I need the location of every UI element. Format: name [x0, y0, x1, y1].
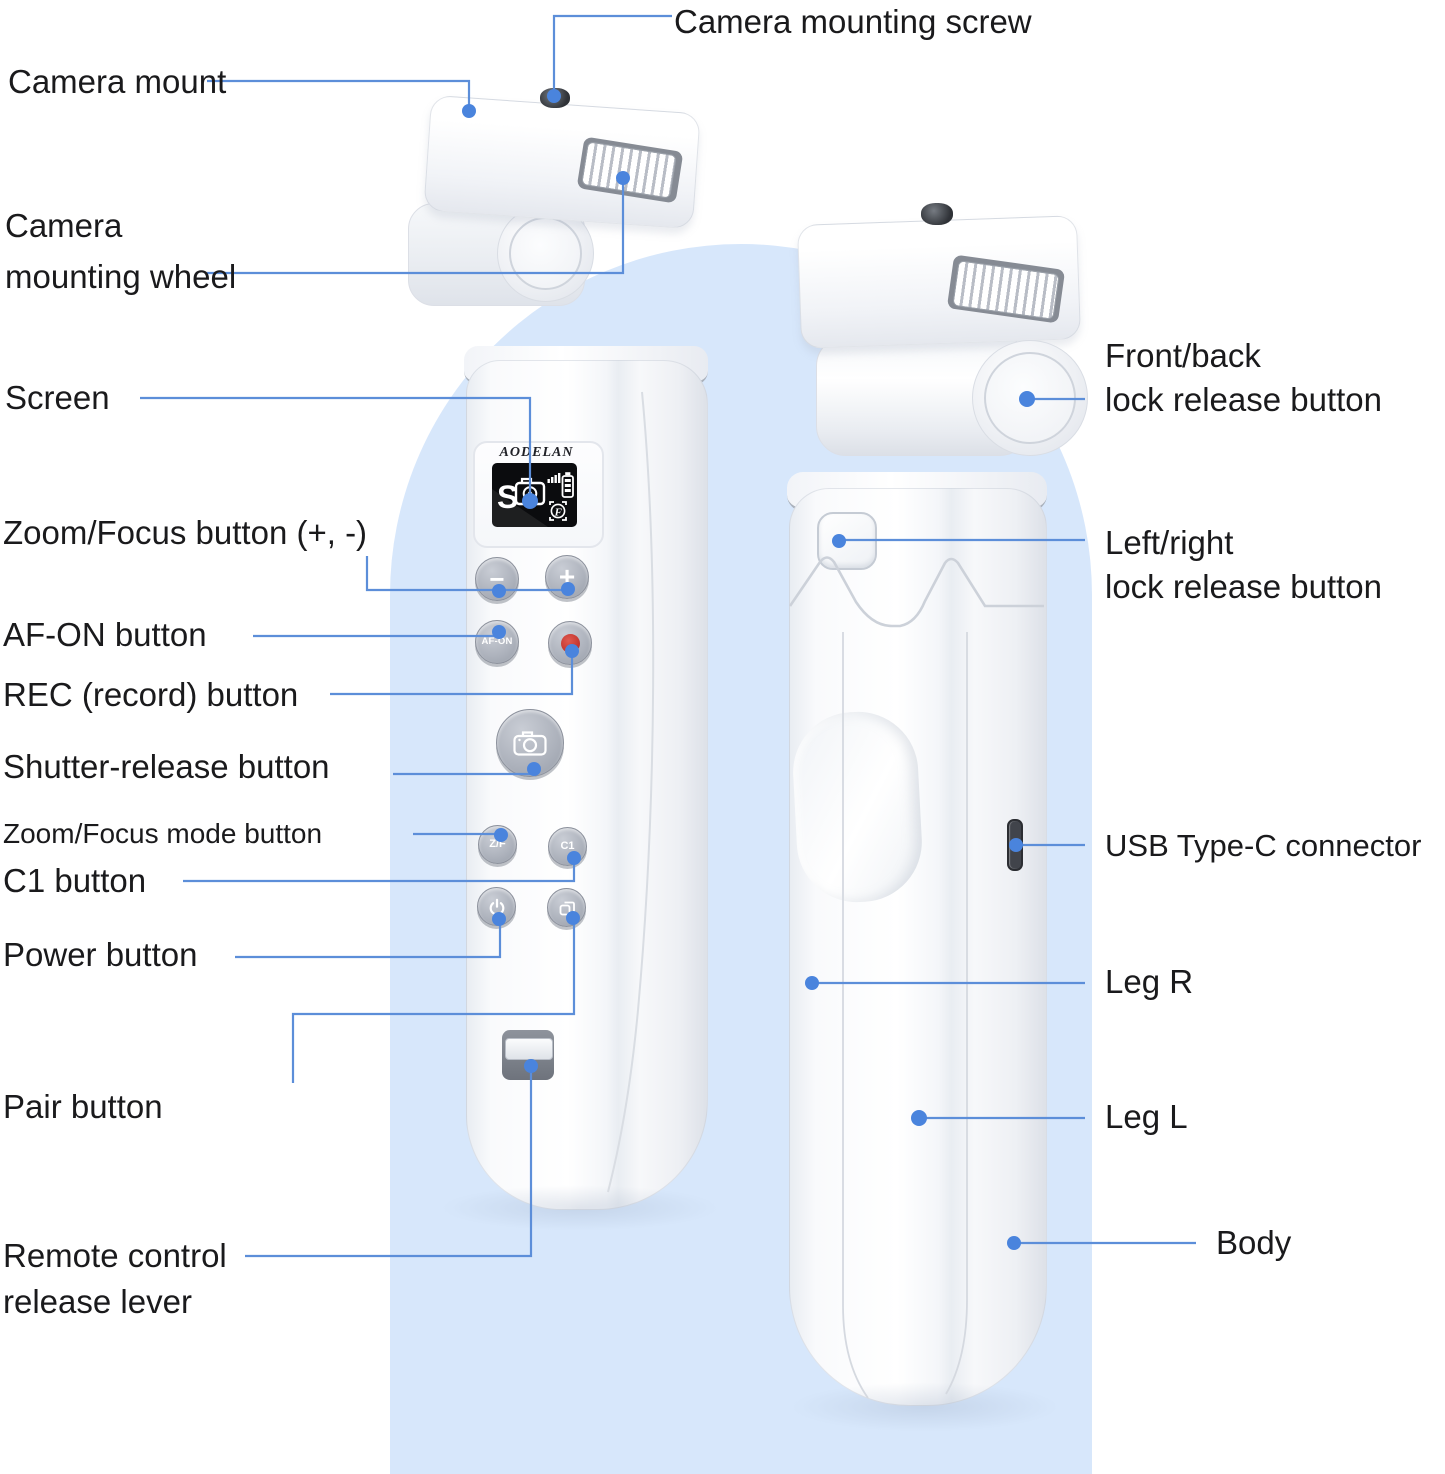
- af-on-label: AF-ON: [481, 636, 513, 648]
- callout-line-rec-button: [330, 656, 574, 696]
- label-pair-button: Pair button: [3, 1088, 163, 1125]
- callout-line-remote-lever: [245, 1070, 533, 1258]
- front-device-shadow: [440, 1185, 720, 1231]
- label-c1-button: C1 button: [3, 862, 147, 899]
- front-joint-cap: [497, 205, 594, 302]
- label-power-button: Power button: [3, 936, 198, 973]
- callout-line-c1-button: [183, 862, 576, 883]
- leg-seam-right: [842, 632, 869, 1399]
- battery-icon: [561, 472, 574, 498]
- label-camera-mounting-wheel: Camera mounting wheel: [5, 207, 237, 296]
- label-zoom-focus-mode-button: Zoom/Focus mode button: [3, 818, 323, 849]
- label-remote-control-release-lever: Remote control release lever: [3, 1237, 227, 1321]
- label-front-back-lock: Front/back lock release button: [1105, 337, 1383, 418]
- label-leg-r: Leg R: [1105, 963, 1194, 1000]
- label-shutter-release-button: Shutter-release button: [3, 748, 330, 785]
- callout-line-camera-mount: [207, 79, 471, 106]
- pair-icon: [559, 901, 575, 915]
- label-body: Body: [1216, 1224, 1292, 1261]
- camera-shutter-icon: [513, 731, 547, 756]
- label-leg-l: Leg L: [1105, 1098, 1188, 1135]
- callout-line-pair-button: [291, 923, 576, 1083]
- rec-button: [548, 621, 592, 665]
- callout-line-camera-mounting-wheel: [207, 183, 625, 275]
- label-screen: Screen: [5, 379, 110, 416]
- back-camera-mounting-screw: [921, 203, 953, 225]
- callout-line-zoom-focus-button: [365, 556, 566, 592]
- callout-line-power-button: [235, 924, 502, 959]
- c1-label: C1: [560, 840, 575, 852]
- brand-logo: AODELAN: [499, 445, 574, 460]
- label-camera-mounting-screw: Camera mounting screw: [674, 3, 1032, 40]
- focus-frame-icon: F: [549, 501, 567, 521]
- screen-mode-letter: S: [497, 479, 518, 515]
- back-device-shadow: [790, 1382, 1060, 1432]
- label-rec-button: REC (record) button: [3, 676, 299, 713]
- callout-dots: [462, 89, 1035, 1250]
- label-zoom-focus-button: Zoom/Focus button (+, -): [3, 514, 368, 551]
- tripod-body: [789, 488, 1047, 1406]
- zoom-minus-button: −: [475, 557, 519, 601]
- svg-text:F: F: [554, 506, 563, 518]
- leg-split-seam: [788, 556, 1044, 628]
- callout-line-screen: [140, 396, 532, 496]
- leg-seam-left: [945, 632, 968, 1395]
- callout-line-camera-mounting-screw: [552, 14, 672, 92]
- front-side-seam: [607, 391, 655, 1193]
- label-af-on-button: AF-ON button: [3, 616, 207, 653]
- label-left-right-lock: Left/right lock release button: [1105, 524, 1383, 605]
- zf-label: Z/F: [489, 838, 506, 850]
- label-camera-mount: Camera mount: [8, 63, 227, 100]
- label-usb-type-c: USB Type-C connector: [1105, 828, 1422, 863]
- signal-bars-icon: [547, 473, 561, 483]
